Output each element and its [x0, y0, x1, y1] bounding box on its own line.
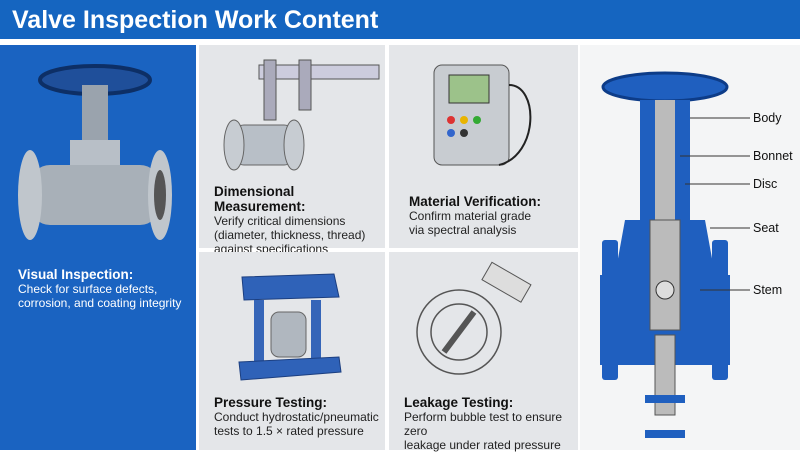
item-desc: Check for surface defects, — [18, 282, 158, 296]
label-disc: Disc — [753, 177, 778, 191]
item-desc: leakage under rated pressure — [404, 438, 561, 452]
label-body: Body — [753, 111, 782, 125]
page-title: Valve Inspection Work Content — [12, 6, 379, 34]
leakage-testing-panel: Leakage Testing: Perform bubble test to … — [389, 252, 578, 452]
item-title: Leakage Testing: — [404, 395, 514, 410]
item-desc: corrosion, and coating integrity — [18, 296, 182, 310]
dimensional-measurement-panel: Dimensional Measurement: Verify critical… — [199, 45, 385, 256]
item-title: Pressure Testing: — [214, 395, 328, 410]
valve-cross-section-diagram: Body Bonnet Disc Seat Stem — [580, 45, 800, 450]
butterfly-valve-icon — [416, 261, 532, 375]
item-desc: Verify critical dimensions — [214, 214, 346, 228]
item-desc: Conduct hydrostatic/pneumatic — [214, 410, 379, 424]
caliper-icon — [223, 59, 380, 171]
label-stem: Stem — [753, 283, 783, 297]
valve-cross-section-icon — [600, 71, 750, 438]
label-seat: Seat — [753, 221, 779, 235]
material-verification-panel: Material Verification: Confirm material … — [389, 45, 578, 248]
item-desc: tests to 1.5 × rated pressure — [214, 424, 364, 438]
header: Valve Inspection Work Content — [0, 0, 800, 42]
spectrometer-icon — [433, 64, 532, 166]
item-title: Visual Inspection: — [18, 267, 134, 282]
item-desc: (diameter, thickness, thread) — [214, 228, 366, 242]
item-title: Dimensional Measurement: — [214, 184, 306, 214]
gate-valve-icon — [18, 64, 172, 240]
test-bench-icon — [238, 273, 342, 381]
item-desc: via spectral analysis — [409, 223, 517, 237]
item-desc: Confirm material grade — [409, 209, 532, 223]
item-desc: Perform bubble test to ensure zero — [404, 410, 563, 438]
item-title: Material Verification: — [409, 194, 542, 209]
pressure-testing-panel: Pressure Testing: Conduct hydrostatic/pn… — [199, 252, 385, 450]
visual-inspection-panel: Visual Inspection: Check for surface def… — [0, 45, 196, 450]
label-bonnet: Bonnet — [753, 149, 793, 163]
